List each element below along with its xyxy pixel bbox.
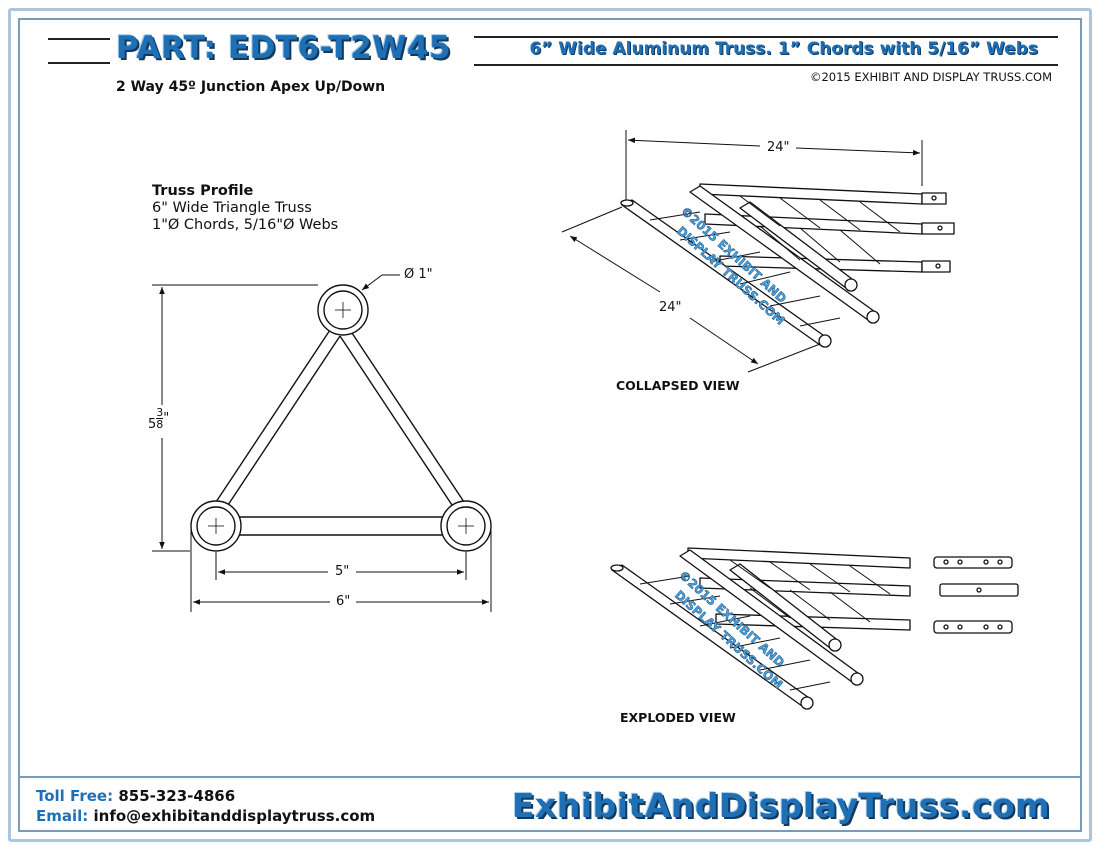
- header-rule-left-top: [48, 38, 110, 40]
- phone-line: Toll Free: 855-323-4866: [36, 786, 375, 806]
- truss-profile-heading: Truss Profile: [152, 183, 254, 199]
- phone-number[interactable]: 855-323-4866: [118, 787, 236, 805]
- collapsed-dims: [561, 130, 923, 373]
- exploded-webs: [639, 559, 891, 691]
- header-rule-left-bottom: [48, 62, 110, 64]
- website-link[interactable]: ExhibitAndDisplayTruss.com: [512, 786, 1051, 825]
- copyright-text: ©2015 EXHIBIT AND DISPLAY TRUSS.COM: [809, 70, 1052, 84]
- dim-chord-diameter: [361, 274, 400, 291]
- part-title: PART: EDT6-T2W45: [116, 30, 451, 66]
- truss-profile-line2: 1"Ø Chords, 5/16"Ø Webs: [152, 217, 339, 233]
- centre-marks: [208, 302, 474, 534]
- email-label: Email:: [36, 807, 89, 825]
- footer-separator: [20, 776, 1080, 778]
- inner-width-label: 5": [335, 564, 350, 579]
- truss-profile-drawing: [152, 274, 492, 612]
- header-rule-right-bottom: [474, 64, 1058, 66]
- header-rule-right-top: [474, 36, 1058, 38]
- product-description: 6” Wide Aluminum Truss. 1” Chords with 5…: [529, 39, 1038, 59]
- height-denominator: 8: [156, 418, 164, 431]
- exploded-connector-plates: [933, 556, 1019, 634]
- truss-profile-line1: 6" Wide Triangle Truss: [152, 200, 312, 216]
- collapsed-dim-side-label: 24": [659, 300, 682, 315]
- exploded-top-chord: [687, 547, 911, 569]
- height-whole: 5: [148, 417, 157, 432]
- outer-frame: [8, 8, 1092, 842]
- connector-plate-bottom: [933, 620, 1013, 634]
- email-link[interactable]: info@exhibitanddisplaytruss.com: [93, 807, 376, 825]
- outer-width-label: 6": [336, 594, 351, 609]
- collapsed-dim-top-label: 24": [767, 140, 790, 155]
- exploded-view-label: EXPLODED VIEW: [620, 710, 736, 725]
- height-unit: ": [163, 411, 170, 426]
- truss-profile-block: Truss Profile 6" Wide Triangle Truss 1"Ø…: [152, 183, 338, 234]
- connector-plate-mid: [939, 583, 1019, 597]
- email-line: Email: info@exhibitanddisplaytruss.com: [36, 806, 375, 826]
- dim-height: [152, 284, 318, 552]
- contact-block: Toll Free: 855-323-4866 Email: info@exhi…: [36, 786, 375, 826]
- inner-frame: [18, 18, 1082, 832]
- collapsed-view-label: COLLAPSED VIEW: [616, 378, 740, 393]
- profile-webs: [213, 329, 467, 536]
- dim-outer-width: [190, 530, 492, 612]
- dim-inner-width: [215, 552, 467, 580]
- chord-diameter-label: Ø 1": [404, 267, 433, 282]
- collapsed-top-chord: [699, 183, 923, 205]
- collapsed-webs: [649, 195, 901, 327]
- phone-label: Toll Free:: [36, 787, 114, 805]
- part-subtitle: 2 Way 45º Junction Apex Up/Down: [116, 79, 386, 95]
- collapsed-connectors: [921, 192, 955, 273]
- collapsed-view-drawing: ©2015 EXHIBIT AND DISPLAY TRUSS.COM: [561, 130, 955, 373]
- connector-plate-top: [933, 556, 1013, 569]
- exploded-view-drawing: ©2015 EXHIBIT AND DISPLAY TRUSS.COM: [610, 547, 1019, 710]
- height-numerator: 3: [156, 406, 164, 419]
